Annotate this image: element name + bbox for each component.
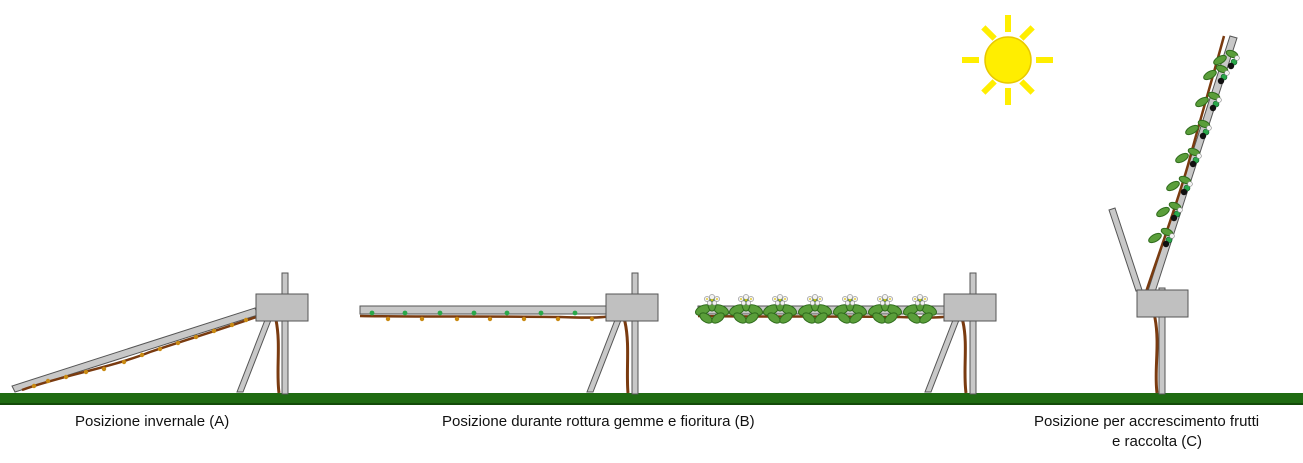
ground-edge — [0, 403, 1303, 405]
head-box-b1 — [605, 293, 659, 322]
head-box-b2 — [943, 293, 997, 322]
flower-icon — [866, 293, 904, 326]
flower-icon — [796, 293, 834, 326]
trellis-position-b-budbreak — [359, 272, 659, 395]
brace-a — [236, 319, 272, 393]
flower-icon — [761, 293, 799, 326]
sun-icon — [962, 15, 1053, 105]
brace-b1 — [586, 319, 622, 393]
post-b2 — [969, 272, 977, 395]
caption-position-a: Posizione invernale (A) — [75, 413, 230, 430]
caption-position-c: Posizione per accrescimento frutti e rac… — [1034, 412, 1259, 452]
flower-icon — [693, 293, 731, 326]
brace-b2 — [924, 319, 960, 393]
trellis-position-b-flowering — [693, 272, 997, 395]
caption-position-c-line1: Posizione per accrescimento frutti — [1034, 413, 1260, 430]
buds-a — [31, 317, 249, 389]
caption-position-b: Posizione durante rottura gemme e fiorit… — [442, 413, 755, 430]
post-b1 — [631, 272, 639, 395]
head-box-a — [255, 293, 309, 322]
trellis-position-c — [1108, 35, 1240, 395]
head-box-c — [1136, 289, 1189, 318]
cane-b1 — [359, 314, 613, 319]
buds-b1 — [369, 310, 595, 322]
ground — [0, 393, 1303, 405]
post-c — [1158, 287, 1166, 395]
flower-icon — [901, 293, 939, 326]
trellis-position-a — [11, 272, 309, 395]
cane-a — [21, 313, 263, 392]
flower-icon — [727, 293, 765, 326]
caption-position-c-line2: e raccolta (C) — [1112, 433, 1203, 450]
fruit-clusters-c — [1146, 48, 1240, 248]
arm-b1 — [359, 305, 611, 315]
brace-c — [1108, 207, 1143, 292]
flower-icon — [831, 293, 869, 326]
post-a — [281, 272, 289, 395]
